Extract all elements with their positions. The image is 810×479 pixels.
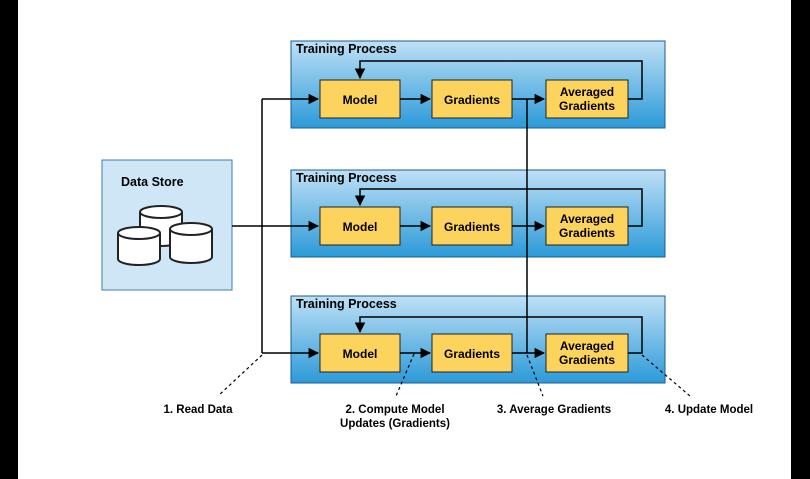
step-compute-updates-line2: Updates (Gradients) <box>340 418 450 430</box>
model-node <box>319 333 401 373</box>
averaged-label-line2: Gradients <box>559 353 615 367</box>
averaged-label-line2: Gradients <box>559 99 615 113</box>
database-icon <box>117 205 213 266</box>
arrow-update-model-loop <box>354 188 643 227</box>
averaged-gradients-node <box>545 333 629 373</box>
training-process-1: Training Process Model Gradients Average… <box>290 40 666 129</box>
averaged-label-line1: Averaged <box>560 212 614 226</box>
read-data-connectors <box>232 93 320 359</box>
averaged-label-line1: Averaged <box>560 85 614 99</box>
step-read-data: 1. Read Data <box>163 404 233 416</box>
training-process-3: Training Process Model Gradients Average… <box>290 295 666 384</box>
process-title: Training Process <box>296 297 397 311</box>
averaged-label-line2: Gradients <box>559 226 615 240</box>
step-average-gradients: 3. Average Gradients <box>497 404 611 416</box>
diagram-svg: Data Store Training Process Model Gradie… <box>101 40 753 430</box>
training-process-2: Training Process Model Gradients Average… <box>290 169 666 258</box>
process-title: Training Process <box>296 42 397 56</box>
gradients-label: Gradients <box>444 93 500 107</box>
model-label: Model <box>343 93 378 107</box>
averaged-gradients-node <box>545 206 629 246</box>
data-store: Data Store <box>101 159 233 291</box>
data-store-title: Data Store <box>121 175 184 189</box>
gradients-label: Gradients <box>444 347 500 361</box>
arrow-update-model-loop <box>354 316 643 354</box>
gradients-label: Gradients <box>444 220 500 234</box>
step-callouts <box>217 353 691 397</box>
model-label: Model <box>343 347 378 361</box>
model-node <box>319 79 401 119</box>
process-title: Training Process <box>296 171 397 185</box>
diagram-canvas: Data Store Training Process Model Gradie… <box>18 0 791 479</box>
model-label: Model <box>343 220 378 234</box>
gradients-node <box>431 206 513 246</box>
averaged-label-line1: Averaged <box>560 339 614 353</box>
gradients-node <box>431 333 513 373</box>
step-update-model: 4. Update Model <box>665 404 753 416</box>
arrow-update-model-loop <box>354 60 643 100</box>
step-compute-updates-line1: 2. Compute Model <box>345 404 444 416</box>
